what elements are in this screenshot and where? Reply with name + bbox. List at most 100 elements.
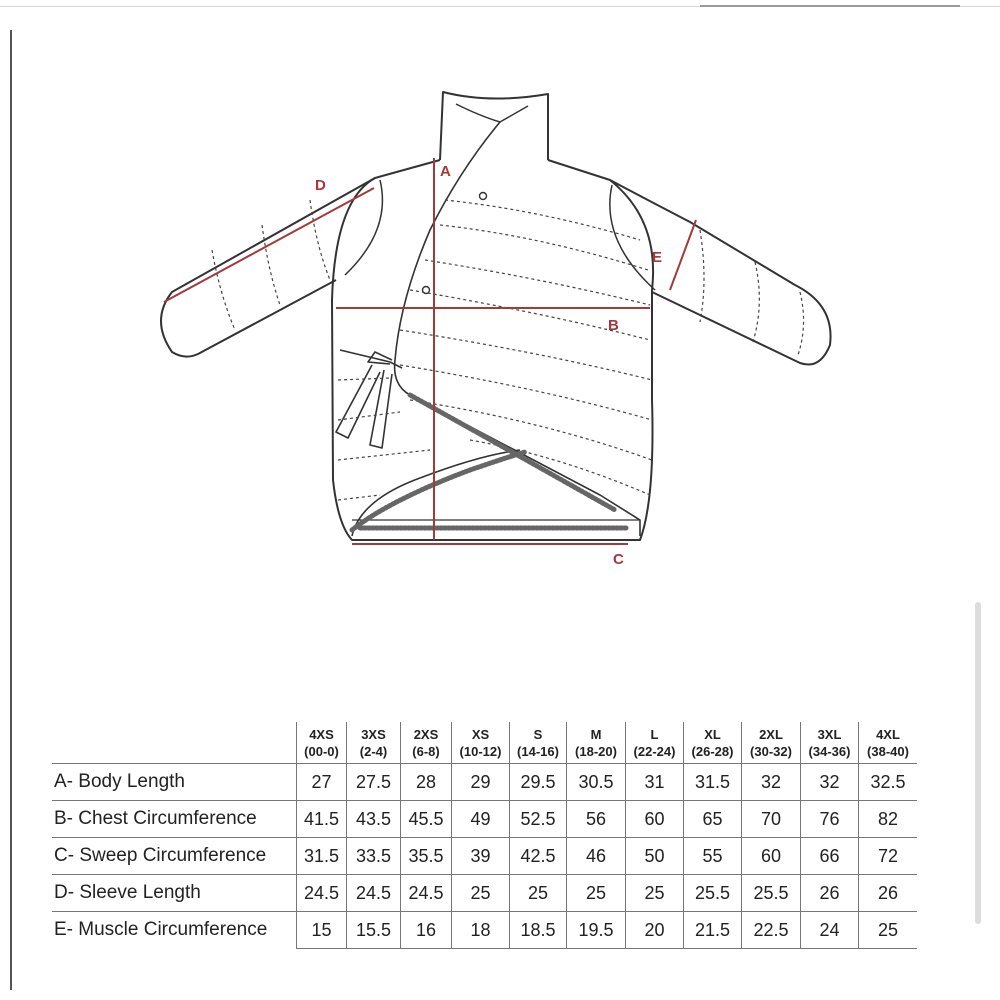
table-cell: 46 bbox=[566, 837, 626, 875]
table-cell: 41.5 bbox=[296, 800, 347, 838]
table-cell: 25 bbox=[566, 874, 626, 912]
table-cell: 30.5 bbox=[566, 763, 626, 801]
header-corner bbox=[52, 722, 297, 764]
size-header-cell: 3XS (2-4) bbox=[346, 722, 401, 764]
top-divider bbox=[0, 6, 1000, 7]
table-cell: 27 bbox=[296, 763, 347, 801]
measurement-row-sleeve-length: D- Sleeve Length 24.5 24.5 24.5 25 25 25… bbox=[52, 874, 917, 912]
table-cell: 29.5 bbox=[509, 763, 567, 801]
size-range: (38-40) bbox=[867, 744, 909, 759]
size-range: (34-36) bbox=[808, 744, 851, 759]
size-range: (14-16) bbox=[517, 744, 559, 759]
table-cell: 24.5 bbox=[400, 874, 452, 912]
table-cell: 28 bbox=[400, 763, 452, 801]
size-header-cell: XS (10-12) bbox=[451, 722, 510, 764]
table-cell: 22.5 bbox=[741, 911, 801, 949]
size-range: (10-12) bbox=[459, 744, 502, 759]
size-chart-table: 4XS (00-0) 3XS (2-4) 2XS (6-8) XS (10-12) S (… bbox=[52, 722, 917, 949]
size-range: (18-20) bbox=[575, 744, 617, 759]
size-header-cell: 4XL (38-40) bbox=[858, 722, 917, 764]
table-cell: 20 bbox=[625, 911, 684, 949]
table-cell: 39 bbox=[451, 837, 510, 875]
size-header-cell: 4XS (00-0) bbox=[296, 722, 347, 764]
size-range: (2-4) bbox=[359, 744, 388, 759]
size-name: 2XS bbox=[413, 727, 439, 742]
table-cell: 32 bbox=[800, 763, 859, 801]
table-cell: 25 bbox=[451, 874, 510, 912]
row-label: D- Sleeve Length bbox=[52, 874, 297, 912]
size-header-cell: 2XL (30-32) bbox=[741, 722, 801, 764]
size-name: 3XS bbox=[361, 727, 386, 742]
row-label: C- Sweep Circumference bbox=[52, 837, 297, 875]
size-header-cell: 3XL (34-36) bbox=[800, 722, 859, 764]
quilting-lines bbox=[211, 199, 805, 501]
size-header-row: 4XS (00-0) 3XS (2-4) 2XS (6-8) XS (10-12) S (… bbox=[52, 722, 917, 764]
table-cell: 31.5 bbox=[683, 763, 742, 801]
size-name: 4XL bbox=[876, 727, 900, 742]
size-name: XS bbox=[471, 727, 490, 742]
label-d: D bbox=[315, 177, 326, 194]
table-cell: 82 bbox=[858, 800, 917, 838]
top-divider-accent bbox=[700, 5, 960, 7]
size-name: 4XS bbox=[309, 727, 334, 742]
measurement-row-chest-circumference: B- Chest Circumference 41.5 43.5 45.5 49… bbox=[52, 800, 917, 838]
size-range: (30-32) bbox=[750, 744, 792, 759]
table-cell: 65 bbox=[683, 800, 742, 838]
table-cell: 33.5 bbox=[346, 837, 401, 875]
label-a: A bbox=[440, 163, 451, 180]
measurement-row-muscle-circumference: E- Muscle Circumference 15 15.5 16 18 18… bbox=[52, 911, 917, 949]
measurement-row-sweep-circumference: C- Sweep Circumference 31.5 33.5 35.5 39… bbox=[52, 837, 917, 875]
table-cell: 15 bbox=[296, 911, 347, 949]
table-cell: 55 bbox=[683, 837, 742, 875]
table-cell: 26 bbox=[858, 874, 917, 912]
size-name: L bbox=[650, 727, 659, 742]
table-cell: 45.5 bbox=[400, 800, 452, 838]
table-cell: 18 bbox=[451, 911, 510, 949]
table-cell: 66 bbox=[800, 837, 859, 875]
label-e: E bbox=[652, 249, 662, 266]
table-cell: 25 bbox=[509, 874, 567, 912]
table-cell: 25 bbox=[858, 911, 917, 949]
table-cell: 26 bbox=[800, 874, 859, 912]
size-range: (26-28) bbox=[691, 744, 734, 759]
table-cell: 24.5 bbox=[296, 874, 347, 912]
label-b: B bbox=[608, 317, 619, 334]
table-cell: 50 bbox=[625, 837, 684, 875]
size-header-cell: M (18-20) bbox=[566, 722, 626, 764]
jacket-measurement-diagram: A B C D E bbox=[160, 91, 832, 568]
size-range: (6-8) bbox=[412, 744, 440, 759]
size-name: M bbox=[590, 727, 602, 742]
table-cell: 16 bbox=[400, 911, 452, 949]
size-range: (00-0) bbox=[304, 744, 339, 759]
size-name: XL bbox=[704, 727, 721, 742]
table-cell: 25.5 bbox=[741, 874, 801, 912]
scrollbar[interactable] bbox=[975, 602, 981, 924]
table-cell: 49 bbox=[451, 800, 510, 838]
row-label: B- Chest Circumference bbox=[52, 800, 297, 838]
table-cell: 42.5 bbox=[509, 837, 567, 875]
size-header-cell: XL (26-28) bbox=[683, 722, 742, 764]
table-cell: 27.5 bbox=[346, 763, 401, 801]
left-border bbox=[10, 30, 12, 990]
table-cell: 15.5 bbox=[346, 911, 401, 949]
table-cell: 60 bbox=[741, 837, 801, 875]
measurement-row-body-length: A- Body Length 27 27.5 28 29 29.5 30.5 3… bbox=[52, 763, 917, 801]
table-cell: 29 bbox=[451, 763, 510, 801]
table-cell: 52.5 bbox=[509, 800, 567, 838]
table-cell: 18.5 bbox=[509, 911, 567, 949]
table-cell: 72 bbox=[858, 837, 917, 875]
size-name: 3XL bbox=[817, 727, 842, 742]
label-c: C bbox=[613, 551, 624, 568]
table-cell: 35.5 bbox=[400, 837, 452, 875]
row-label: E- Muscle Circumference bbox=[52, 911, 297, 949]
jacket-outline bbox=[160, 91, 832, 541]
table-cell: 19.5 bbox=[566, 911, 626, 949]
table-cell: 32 bbox=[741, 763, 801, 801]
size-name: S bbox=[533, 727, 543, 742]
size-name: 2XL bbox=[759, 727, 783, 742]
table-cell: 21.5 bbox=[683, 911, 742, 949]
size-header-cell: S (14-16) bbox=[509, 722, 567, 764]
size-header-cell: 2XS (6-8) bbox=[400, 722, 452, 764]
table-cell: 70 bbox=[741, 800, 801, 838]
table-cell: 32.5 bbox=[858, 763, 917, 801]
